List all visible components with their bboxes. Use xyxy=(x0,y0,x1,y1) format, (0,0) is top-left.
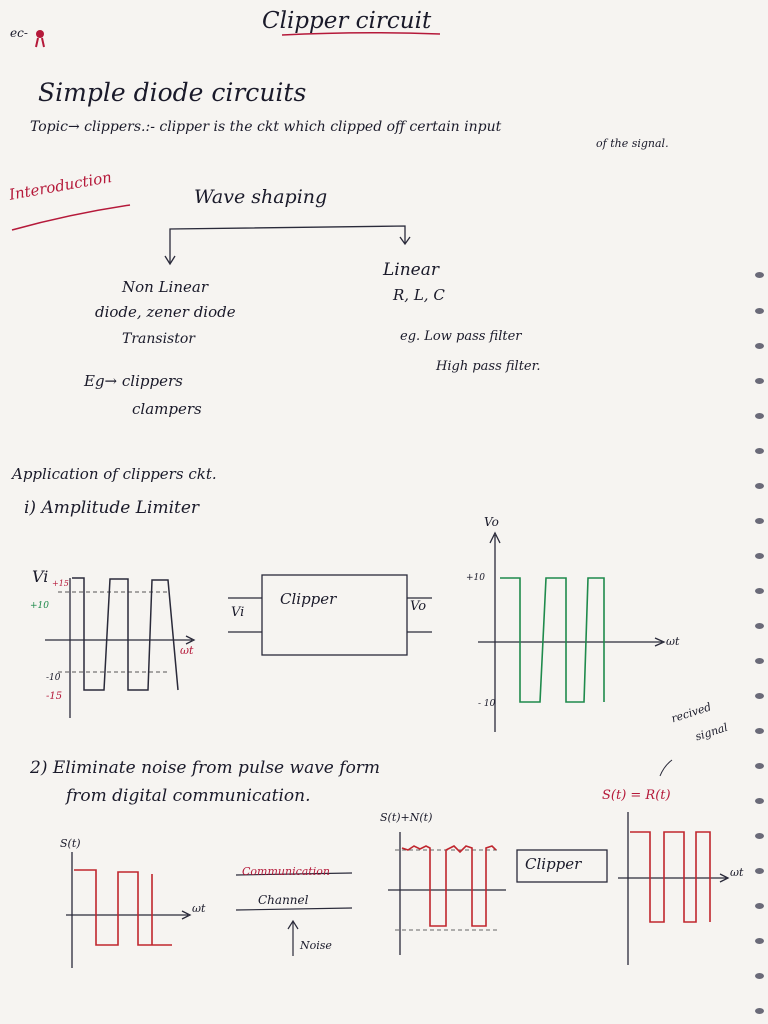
binding-ring xyxy=(755,623,764,629)
plus15-label: +15 xyxy=(52,579,69,588)
binding-ring xyxy=(755,553,764,559)
binding-ring xyxy=(755,272,764,278)
recovered-signal-wave xyxy=(630,831,711,923)
minus10-label: -10 xyxy=(46,673,61,683)
sr-label: S(t) = R(t) xyxy=(602,788,671,803)
topic-line-2: of the signal. xyxy=(596,137,669,150)
input-wt-label: ωt xyxy=(180,644,194,657)
nonlinear-eg-clippers: Eg→ clippers xyxy=(84,372,183,390)
corner-mark: ec- xyxy=(10,26,28,40)
linear-eg-lowpass: eg. Low pass filter xyxy=(400,329,522,344)
intro-underline xyxy=(11,204,131,231)
linear-title: Linear xyxy=(383,260,439,280)
application-item-1: i) Amplitude Limiter xyxy=(24,498,200,518)
noise-label: Noise xyxy=(300,939,332,952)
wave-shaping-title: Wave shaping xyxy=(194,186,328,208)
binding-ring xyxy=(755,833,764,839)
section-heading: Simple diode circuits xyxy=(38,78,307,107)
binding-ring xyxy=(755,1008,764,1014)
page-title: Clipper circuit xyxy=(262,8,432,34)
clipper-output-label: Vo xyxy=(410,599,427,614)
linear-eg-highpass: High pass filter. xyxy=(436,359,541,374)
output-wt-label: ωt xyxy=(666,635,680,648)
title-underline xyxy=(281,31,441,36)
output-minus10-label: - 10 xyxy=(478,699,496,709)
nonlinear-eg-clampers: clampers xyxy=(132,400,202,418)
binding-ring xyxy=(755,693,764,699)
sn-label: S(t)+N(t) xyxy=(380,811,433,824)
nonlinear-examples: diode, zener diode xyxy=(95,303,236,321)
corner-figure-icon xyxy=(36,30,44,38)
vo-label: Vo xyxy=(484,515,499,529)
channel-label-1: Communication xyxy=(242,865,330,878)
clipper-box xyxy=(261,574,408,656)
output-noise-wt-label: ωt xyxy=(730,866,744,879)
noise-item-line-2: from digital communication. xyxy=(66,786,311,806)
clipper-input-label: Vi xyxy=(231,605,245,620)
noisy-signal-wave xyxy=(401,845,497,927)
binding-ring xyxy=(755,343,764,349)
binding-ring xyxy=(755,448,764,454)
vi-label: Vi xyxy=(32,567,49,586)
binding-ring xyxy=(755,903,764,909)
binding-ring xyxy=(755,798,764,804)
binding-ring xyxy=(755,413,764,419)
binding-ring xyxy=(755,973,764,979)
binding-ring xyxy=(755,378,764,384)
linear-components: R, L, C xyxy=(393,286,445,304)
binding-ring xyxy=(755,658,764,664)
binding-ring xyxy=(755,518,764,524)
noise-clipper-label: Clipper xyxy=(525,855,582,873)
channel-label-2: Channel xyxy=(258,893,309,907)
noise-wt-label: ωt xyxy=(192,902,206,915)
binding-ring xyxy=(755,868,764,874)
clipped-square-wave xyxy=(500,577,605,703)
application-title: Application of clippers ckt. xyxy=(12,465,217,483)
output-plus10-label: +10 xyxy=(466,573,485,583)
topic-line-1: Topic→ clippers.:- clipper is the ckt wh… xyxy=(30,119,502,135)
binding-ring xyxy=(755,483,764,489)
clipper-box-label: Clipper xyxy=(280,590,337,608)
nonlinear-transistor: Transistor xyxy=(122,331,195,347)
binding-ring xyxy=(755,763,764,769)
signal-wave xyxy=(74,869,172,946)
binding-ring xyxy=(755,588,764,594)
binding-ring xyxy=(755,938,764,944)
st-label: S(t) xyxy=(60,837,81,850)
noise-item-line-1: 2) Eliminate noise from pulse wave form xyxy=(30,758,381,778)
noise-clipper-box xyxy=(516,849,608,883)
plus10-label: +10 xyxy=(30,601,49,611)
nonlinear-title: Non Linear xyxy=(122,278,208,296)
input-square-wave xyxy=(72,577,179,691)
binding-ring xyxy=(755,308,764,314)
binding-ring xyxy=(755,728,764,734)
minus15-label: -15 xyxy=(46,691,63,702)
